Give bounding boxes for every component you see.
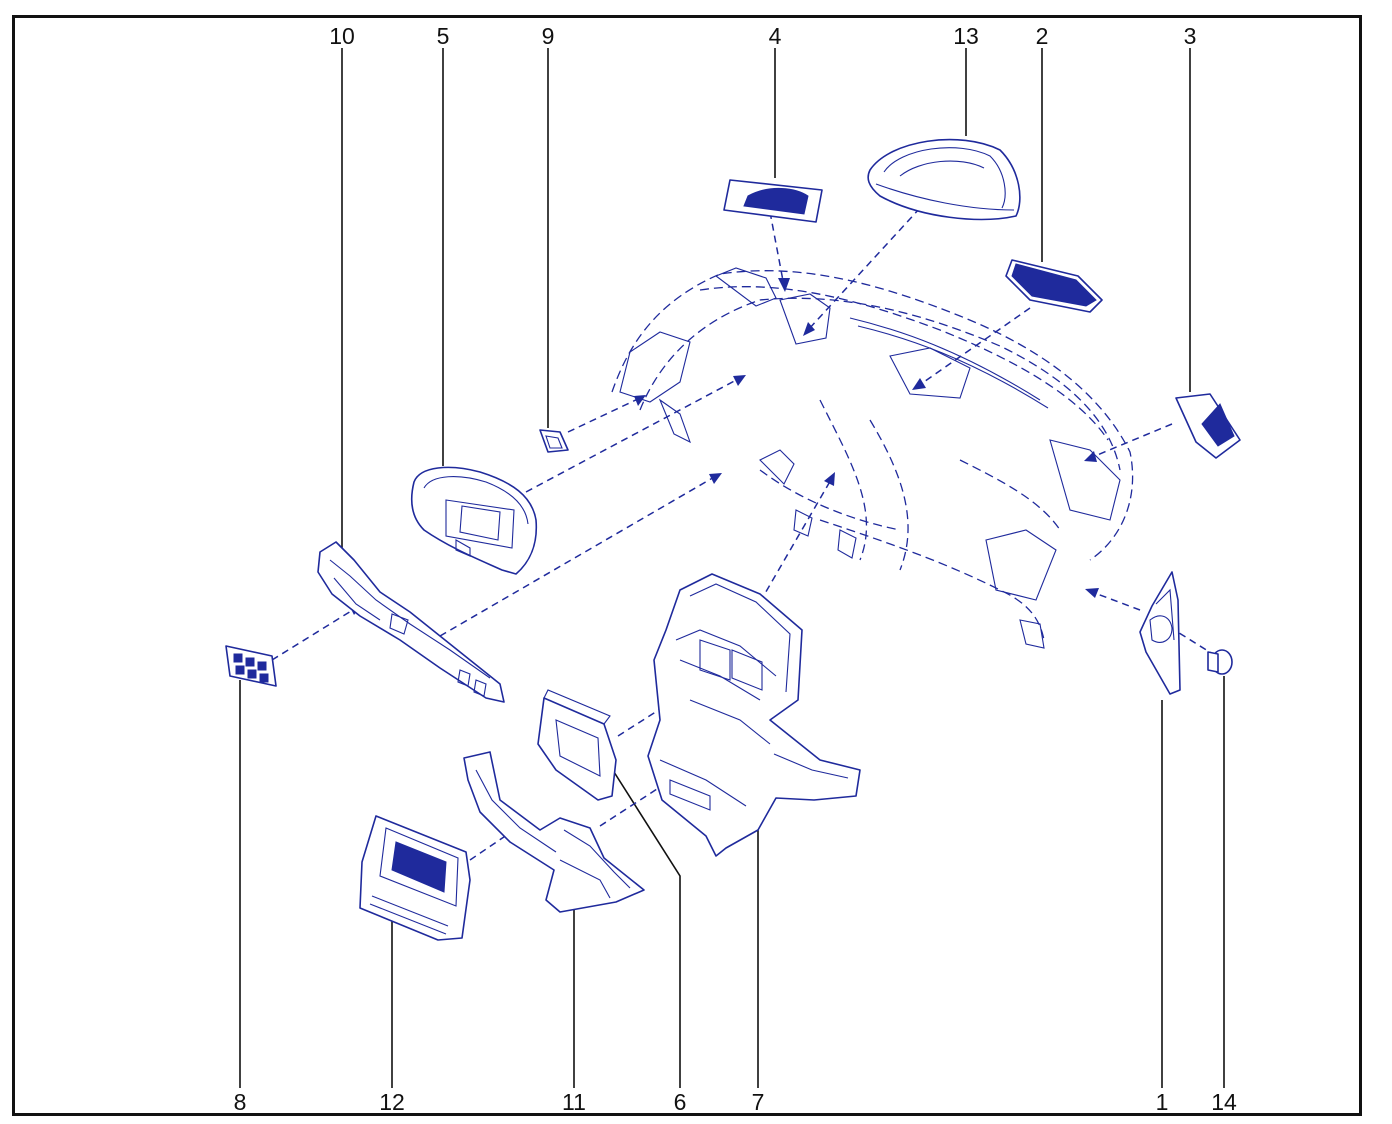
part-4-grille: [723, 179, 823, 223]
part-14-clip: [1207, 649, 1233, 675]
part-12-center-bezel: [359, 815, 471, 941]
arrow-4: [769, 211, 785, 287]
arrow-9: [567, 397, 641, 433]
callout-label-1: 1: [1156, 1089, 1169, 1115]
callout-label-11: 11: [562, 1089, 586, 1115]
arrow-13: [807, 207, 921, 331]
callout-label-13: 13: [953, 23, 979, 49]
callout-label-9: 9: [542, 23, 555, 49]
callout-label-10: 10: [329, 23, 355, 49]
callout-label-6: 6: [674, 1089, 687, 1115]
dashboard-carrier: [611, 267, 1134, 649]
part-8-switch-pack: [225, 645, 277, 687]
leader-line-7: [739, 819, 759, 1088]
callout-label-7: 7: [752, 1089, 765, 1115]
part-11-console-trim: [463, 751, 645, 913]
arrow-2: [917, 307, 1031, 387]
arrow-10: [439, 475, 717, 637]
part-7-center-bracket: [647, 573, 861, 857]
callout-labels: 10 5 9 4 13 2 3 8 12 11 6 7 1 14: [234, 23, 1237, 1115]
part-6-radio-bracket: [537, 689, 617, 801]
arrow-7: [759, 477, 833, 603]
arrow-3: [1089, 423, 1173, 459]
callout-label-2: 2: [1036, 23, 1049, 49]
part-13-cover: [867, 138, 1021, 221]
callout-label-14: 14: [1211, 1089, 1237, 1115]
arrow-14: [1167, 625, 1217, 657]
part-3-corner-cover: [1175, 393, 1241, 459]
callout-label-8: 8: [234, 1089, 247, 1115]
arrow-1: [1091, 591, 1141, 611]
part-9-switch: [539, 429, 569, 453]
part-2-grille: [1005, 259, 1103, 313]
arrow-5: [525, 377, 741, 493]
arrow-6: [617, 675, 713, 737]
arrow-8: [271, 607, 357, 661]
leader-line-6: [613, 771, 681, 1088]
part-10-lower-trim: [317, 541, 505, 703]
callout-label-12: 12: [379, 1089, 405, 1115]
callout-label-5: 5: [437, 23, 450, 49]
callout-label-4: 4: [769, 23, 782, 49]
part-1-end-panel: [1139, 571, 1181, 695]
part-5-cluster-hood: [410, 466, 538, 575]
callout-label-3: 3: [1184, 23, 1197, 49]
diagram-frame: [12, 15, 1362, 1116]
